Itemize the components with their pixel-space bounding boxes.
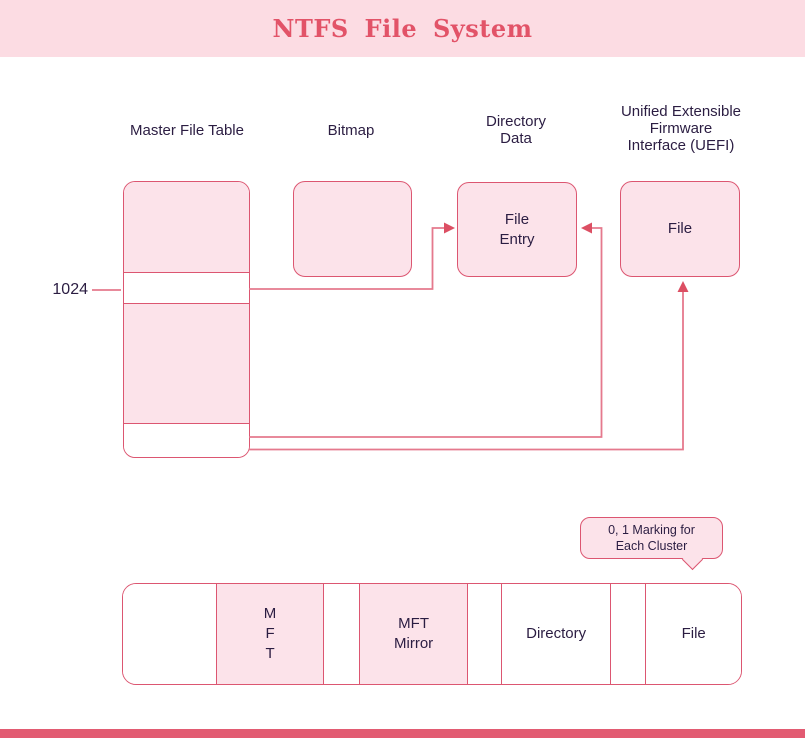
label-directory-data: Directory Data [485,113,546,147]
bar-segment-empty-2 [323,584,360,684]
arrowhead-into-uefi-file-icon [677,281,689,292]
mft-section-4 [124,423,249,457]
arrowhead-into-file-entry-left-icon [444,222,455,234]
master-file-table-box [123,181,250,458]
bar-segment-mft-mirror: MFT Mirror [359,584,467,684]
line-mft-to-uefi-file [249,292,684,451]
bitmap-box [293,181,412,277]
arrowhead-into-file-entry-right-icon [581,222,592,234]
mft-section-1 [124,182,249,272]
bar-segment-empty-1 [123,584,216,684]
title-banner: NTFS File System [0,0,805,57]
page-title: NTFS File System [272,14,533,43]
label-bitmap: Bitmap [327,122,375,139]
bar-segment-directory: Directory [500,584,611,684]
cluster-marking-callout: 0, 1 Marking for Each Cluster [580,517,723,571]
footer-accent-bar [0,729,805,738]
cluster-marking-callout-text: 0, 1 Marking for Each Cluster [608,523,695,553]
uefi-file-label: File [667,220,693,237]
uefi-file-box: File [620,181,740,277]
file-entry-box: File Entry [457,182,577,277]
label-uefi: Unified Extensible Firmware Interface (U… [620,103,742,154]
mft-row-value-1024: 1024 [52,281,88,298]
mft-section-record-1024 [124,272,249,303]
bar-segment-empty-4 [610,584,646,684]
mft-section-3 [124,303,249,423]
bar-segment-empty-3 [466,584,501,684]
cluster-bar: M F T MFT Mirror Directory File [122,583,742,685]
label-master-file-table: Master File Table [130,122,244,139]
bar-segment-mft: M F T [215,584,324,684]
file-entry-label: File Entry [499,210,535,248]
bar-segment-file: File [645,584,741,684]
